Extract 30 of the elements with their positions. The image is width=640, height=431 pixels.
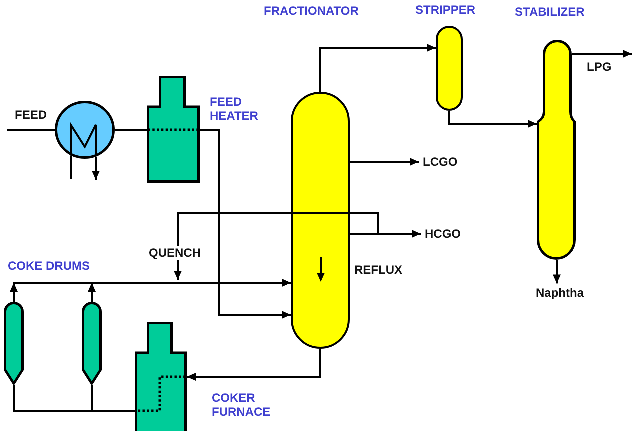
flow-arrow: [572, 50, 632, 58]
flow-arrow: [92, 157, 100, 180]
edge-label: FEED: [13, 108, 50, 122]
flow-arrow: [320, 44, 436, 92]
coke-drum: [82, 302, 102, 385]
flow-arrow: [448, 111, 537, 128]
coke-drum: [4, 302, 24, 385]
stream-label: LCGO: [423, 154, 458, 168]
edge-label: LPG: [585, 60, 614, 74]
stream-label: Naphtha: [536, 286, 584, 300]
flow-arrow: [187, 349, 322, 381]
flow-line: [7, 129, 55, 131]
equipment-label: STRIPPER: [416, 3, 476, 17]
flow-arrow: [88, 279, 291, 302]
equipment-label: STABILIZER: [515, 5, 585, 19]
equipment-label: COKER FURNACE: [212, 390, 271, 418]
flow-arrow: [350, 158, 419, 166]
flow-arrow: [200, 129, 291, 319]
flow-label: REFLUX: [354, 262, 402, 276]
group-label: COKE DRUMS: [8, 258, 90, 272]
edge-label: QUENCH: [147, 246, 204, 260]
equipment-label: FEED HEATER: [210, 94, 258, 122]
flow-line: [115, 129, 147, 131]
flow-line: [91, 385, 135, 412]
flow-line: [70, 156, 72, 179]
flow-arrow: [174, 212, 379, 280]
heat-exchanger-symbol: [55, 101, 115, 159]
stream-label: HCGO: [425, 226, 461, 241]
flow-arrow: [553, 260, 561, 284]
equipment-label: FRACTIONATOR: [264, 4, 359, 18]
